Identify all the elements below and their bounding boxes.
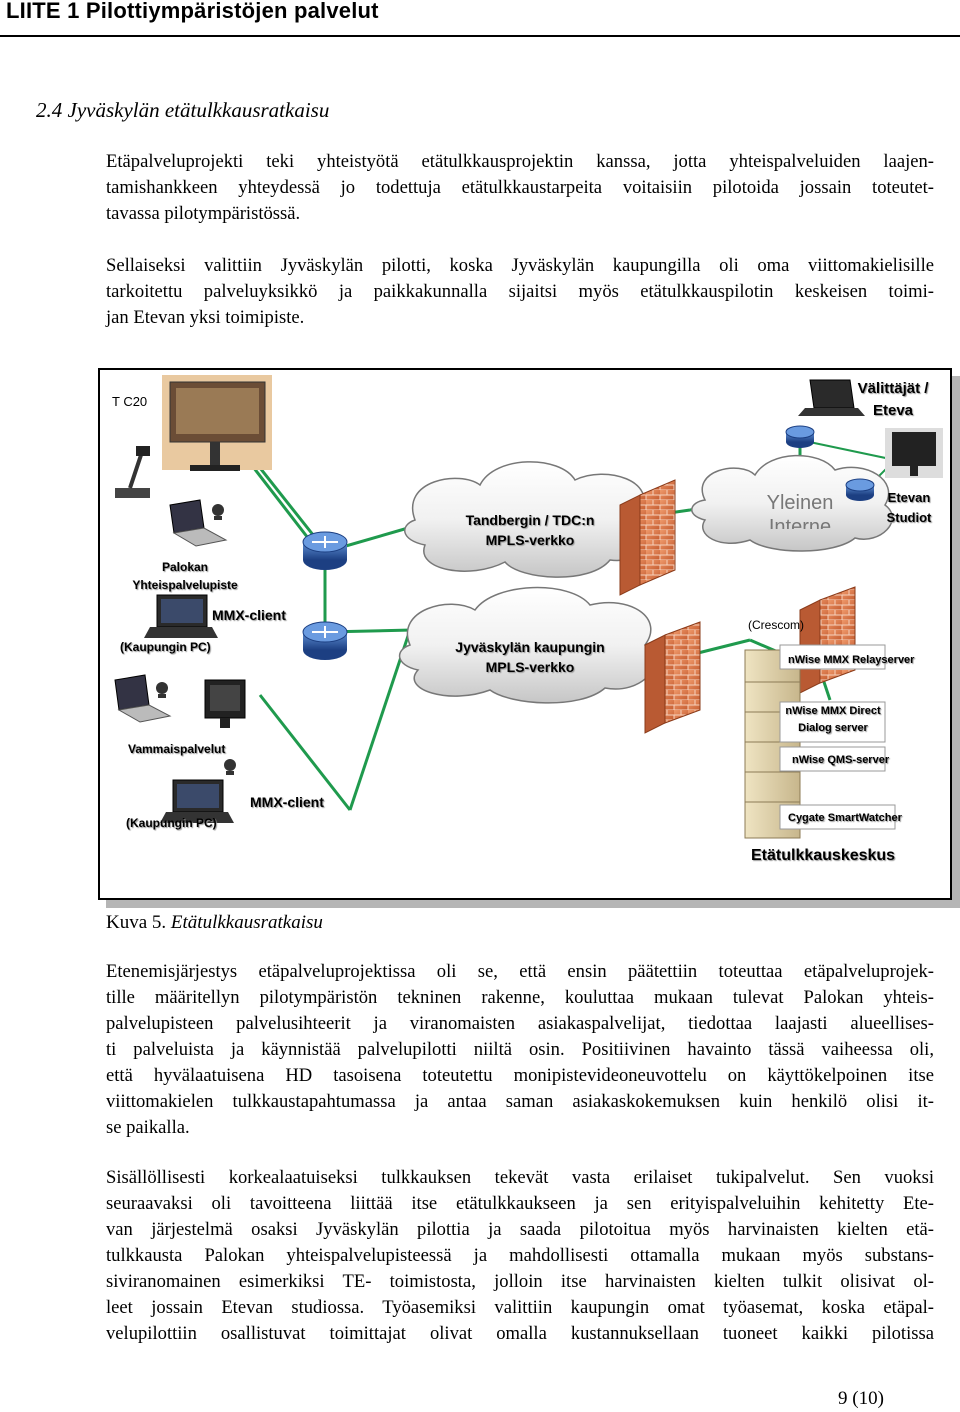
text-line: seuraavaksi oli tavoitteena liittää itse… (106, 1193, 934, 1214)
laptop-icon (144, 594, 218, 638)
text-line: leet jossain Etevan studiossa. Työasemik… (106, 1297, 934, 1318)
label-etevan-studiot-2: Studiot (886, 510, 932, 525)
label-yleinen-internet: Yleinen Interne (710, 491, 890, 529)
label-jyvaskylan: Jyväskylän kaupungin MPLS-verkko (425, 637, 635, 677)
text-line: tarkoitettu palveluyksikkö ja paikkakunn… (106, 281, 934, 302)
text-line: tulkkausta Palokan yhteispalvelupisteess… (106, 1245, 934, 1266)
label-tc20: T C20 (112, 394, 148, 409)
webcam-icon (212, 504, 224, 520)
label-palokan-2: Yhteispalvelupiste (132, 578, 238, 592)
text-line: tille määritellyn pilotympäristön teknin… (106, 987, 934, 1008)
network-diagram: T C20 Välittäjät / Eteva Yleinen Interne… (98, 368, 952, 900)
router-icon (302, 531, 348, 570)
label-yleinen-2: Interne (768, 516, 832, 529)
cloud-internet (691, 454, 893, 552)
video-terminal-icon (204, 679, 246, 728)
laptop-icon (160, 779, 234, 823)
text-line: se paikalla. (106, 1117, 190, 1138)
laptop-icon (114, 674, 172, 723)
label-valittajat-1: Välittäjät / (857, 380, 929, 397)
label-tandbergin-1: Tandbergin / TDC:n (465, 512, 595, 528)
label-mmx-client-1: MMX-client (212, 607, 286, 623)
label-valittajat-2: Eteva (872, 402, 914, 419)
label-vammaispalvelut: Vammaispalvelut (128, 742, 226, 756)
paragraph-4: Sisällöllisesti korkealaatuiseksi tulkka… (106, 1165, 934, 1347)
figure-caption-prefix: Kuva 5. (106, 912, 171, 933)
label-qms-server: nWise QMS-server (792, 754, 890, 766)
text-line: palvelupisteen palvelusihteerit ja viran… (106, 1013, 934, 1034)
label-palokan: Palokan Yhteispalvelupiste (120, 558, 250, 594)
page-header-title: LIITE 1 Pilottiympäristöjen palvelut (6, 0, 379, 23)
text-line: van järjestelmä osaksi Jyväskylän pilott… (106, 1219, 934, 1240)
label-valittajat: Välittäjät / Eteva (848, 378, 938, 422)
video-room-icon (162, 375, 272, 471)
text-line: että hyvälaatuisena HD tasoisena toteute… (106, 1065, 934, 1086)
webcam-icon (224, 759, 236, 775)
label-jyvaskylan-2: MPLS-verkko (485, 659, 575, 675)
text-line: Sisällöllisesti korkealaatuiseksi tulkka… (106, 1167, 934, 1188)
text-line: velupilottiin osallistuvat toimittajat o… (106, 1323, 934, 1344)
header-rule (0, 35, 960, 37)
router-icon (845, 478, 875, 501)
label-yleinen-1: Yleinen (766, 492, 834, 514)
router-icon (785, 425, 815, 448)
label-etevan-studiot: Etevan Studiot (876, 488, 942, 528)
router-icon (302, 621, 348, 660)
firewall-icon (619, 479, 676, 596)
figure-caption: Kuva 5. Etätulkkausratkaisu (106, 912, 323, 934)
diagram-graphics (114, 375, 943, 839)
figure-caption-text: Etätulkkausratkaisu (170, 912, 323, 933)
firewall-icon (644, 621, 701, 734)
label-etevan-studiot-1: Etevan (887, 490, 931, 505)
text-line: tavassa pilotympäristössä. (106, 203, 301, 224)
label-crescom: (Crescom) (748, 618, 804, 632)
label-mmx-client-2: MMX-client (250, 794, 324, 810)
label-etatulkkauskeskus: Etätulkkauskeskus (751, 847, 896, 864)
text-line: ti palveluista ja käynnistää palvelupilo… (106, 1039, 934, 1060)
label-cygate: Cygate SmartWatcher (788, 812, 902, 824)
label-tandbergin-2: MPLS-verkko (485, 532, 575, 548)
paragraph-3: Etenemisjärjestys etäpalveluprojektissa … (106, 959, 934, 1141)
paragraph-1: Etäpalveluprojekti teki yhteistyötä etät… (106, 149, 934, 227)
text-line: Etenemisjärjestys etäpalveluprojektissa … (106, 961, 934, 982)
laptop-icon (798, 379, 865, 416)
webcam-icon (156, 682, 168, 698)
section-title: 2.4 Jyväskylän etätulkkausratkaisu (36, 98, 330, 122)
text-line: jan Etevan yksi toimipiste. (106, 307, 305, 328)
server-stack-icon (744, 644, 896, 839)
label-tandbergin: Tandbergin / TDC:n MPLS-verkko (430, 510, 630, 550)
label-direct-dialog-2: Dialog server (798, 722, 868, 734)
firewall-icon (799, 586, 856, 694)
label-kaupungin-pc-1: (Kaupungin PC) (120, 640, 211, 654)
laptop-icon (169, 499, 228, 547)
document-camera-icon (115, 446, 150, 498)
label-jyvaskylan-1: Jyväskylän kaupungin (455, 639, 605, 655)
text-line: tamishankkeen yhteydessä jo todettuja et… (106, 177, 934, 198)
video-terminal-icon (885, 428, 943, 478)
text-line: Etäpalveluprojekti teki yhteistyötä etät… (106, 151, 934, 172)
label-direct-dialog: nWise MMX Direct Dialog server (782, 703, 884, 737)
page-number: 9 (10) (838, 1388, 884, 1409)
label-palokan-1: Palokan (161, 560, 209, 574)
text-line: Sellaiseksi valittiin Jyväskylän pilotti… (106, 255, 934, 276)
label-relayserver: nWise MMX Relayserver (788, 654, 915, 666)
text-line: siviranomainen esimerkiksi TE- toimistos… (106, 1271, 934, 1292)
paragraph-2: Sellaiseksi valittiin Jyväskylän pilotti… (106, 253, 934, 331)
label-direct-dialog-1: nWise MMX Direct (785, 705, 881, 717)
text-line: viittomakielen tulkkaustapahtumassa ja a… (106, 1091, 934, 1112)
label-kaupungin-pc-2: (Kaupungin PC) (126, 816, 217, 830)
